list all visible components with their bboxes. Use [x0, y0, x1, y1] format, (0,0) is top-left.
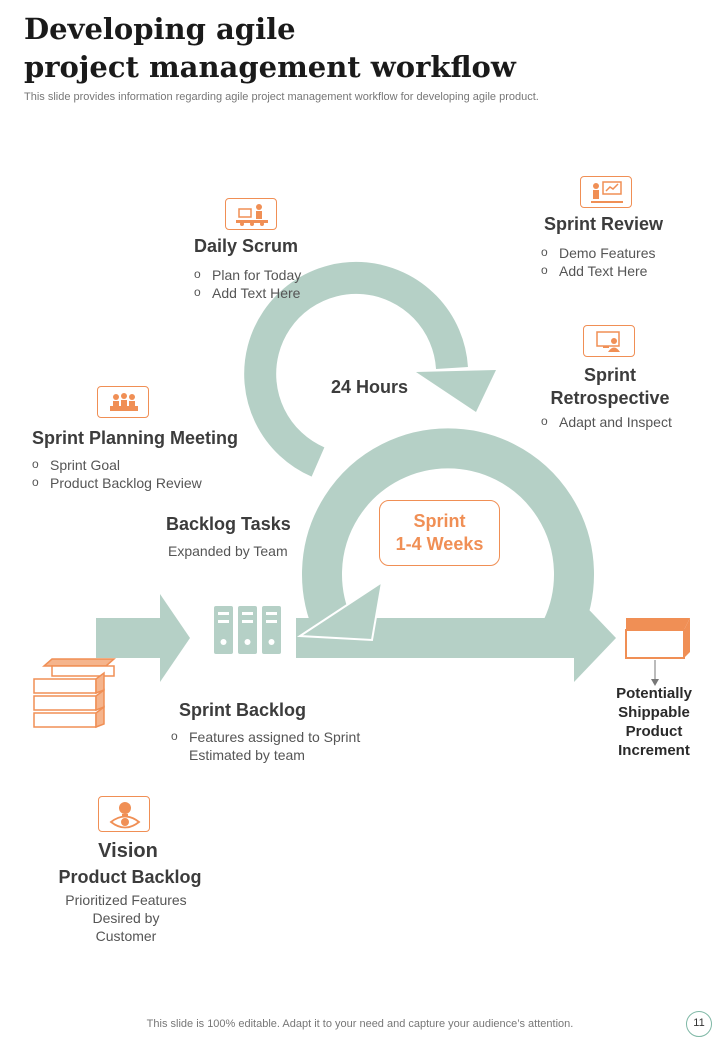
- list-item: Demo Features: [541, 243, 655, 262]
- title-line-2: project management workflow: [24, 50, 516, 84]
- page-title: Developing agile project management work…: [24, 10, 684, 86]
- list-item: Add Text Here: [541, 261, 655, 280]
- input-flow-arrow: [96, 594, 190, 682]
- sprint-backlog-extra: Estimated by team: [189, 747, 305, 763]
- increment-label: Potentially Shippable Product Increment: [616, 685, 692, 759]
- list-item: Add Text Here: [194, 283, 301, 302]
- sprint-planning-icon: [97, 386, 149, 418]
- main-flow-arrow: [296, 579, 616, 682]
- hours-label: 24 Hours: [331, 377, 409, 397]
- list-item: Plan for Today: [194, 265, 301, 284]
- sprint-duration: 1-4 Weeks: [395, 534, 484, 554]
- vision-heading: Vision: [98, 840, 158, 862]
- list-item: Adapt and Inspect: [541, 412, 672, 431]
- sprint-retrospective-icon: [583, 325, 635, 357]
- sprint-duration-box: Sprint 1-4 Weeks: [379, 500, 500, 566]
- vision-icon: [98, 796, 150, 832]
- increment-box-icon: [625, 618, 690, 686]
- sprint-retrospective-list: Adapt and Inspect: [541, 412, 672, 431]
- sprint-review-heading: Sprint Review: [544, 214, 664, 234]
- daily-scrum-list: Plan for Today Add Text Here: [194, 265, 301, 302]
- sprint-review-icon: [580, 176, 632, 208]
- list-item: Features assigned to Sprint: [171, 727, 360, 746]
- backlog-tasks-heading: Backlog Tasks: [166, 514, 291, 534]
- page-number: 11: [686, 1011, 712, 1037]
- product-backlog-heading: Product Backlog: [58, 867, 202, 887]
- sprint-cycle-arrow: [302, 428, 594, 637]
- list-item: Product Backlog Review: [32, 473, 202, 492]
- sprint-retrospective-heading: Sprint Retrospective: [550, 365, 670, 408]
- daily-scrum-heading: Daily Scrum: [194, 236, 299, 256]
- sprint-review-list: Demo Features Add Text Here: [541, 243, 655, 280]
- list-item: Sprint Goal: [32, 455, 202, 474]
- vision-description: Prioritized Features Desired by Customer: [65, 892, 187, 944]
- product-backlog-stack-icon: [33, 658, 116, 729]
- sprint-backlog-heading: Sprint Backlog: [179, 700, 307, 720]
- daily-scrum-icon: [225, 198, 277, 230]
- sprint-backlog-list: Features assigned to Sprint: [171, 727, 360, 746]
- backlog-tasks-text: Expanded by Team: [168, 543, 288, 559]
- sprint-backlog-servers-icon: [214, 606, 281, 654]
- page-subtitle: This slide provides information regardin…: [24, 91, 539, 103]
- footer-note: This slide is 100% editable. Adapt it to…: [146, 1018, 574, 1030]
- sprint-label: Sprint: [413, 511, 466, 531]
- sprint-planning-list: Sprint Goal Product Backlog Review: [32, 455, 202, 492]
- sprint-planning-heading: Sprint Planning Meeting: [32, 428, 238, 448]
- title-line-1: Developing agile: [24, 12, 296, 46]
